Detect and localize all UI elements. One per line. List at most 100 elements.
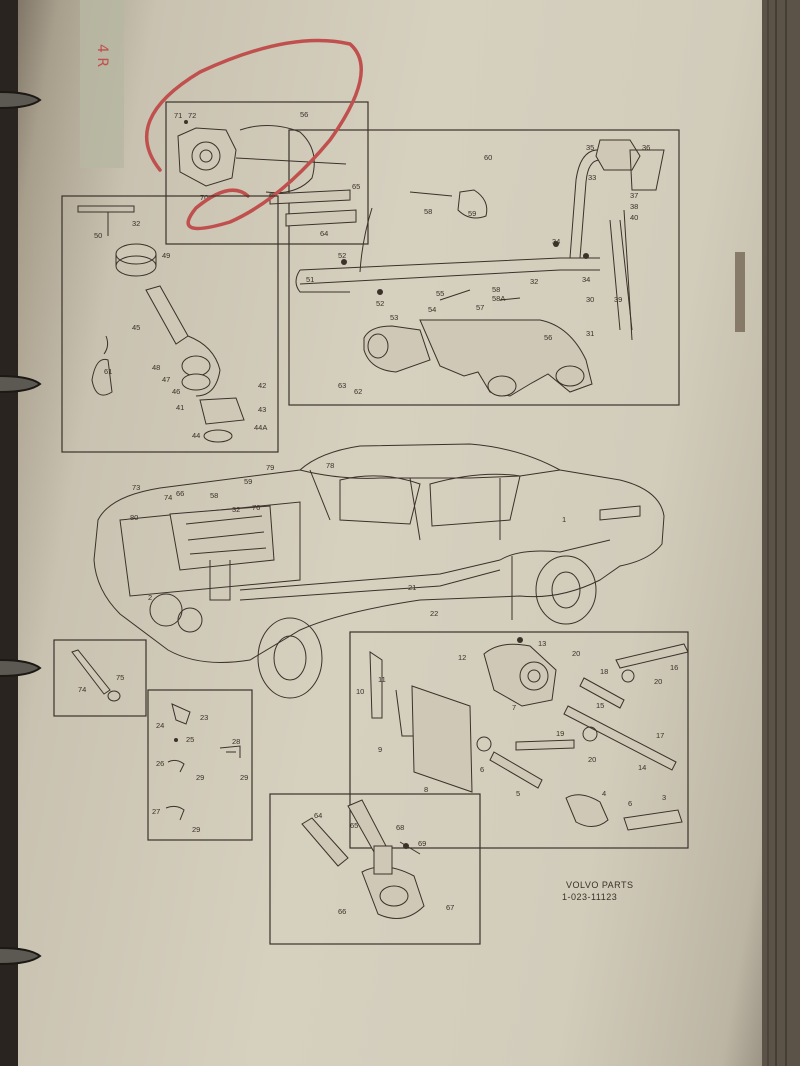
callout: 41 [176, 403, 184, 412]
callout: 52 [338, 251, 346, 260]
callout: 58 [492, 285, 500, 294]
callout: 50 [94, 231, 102, 240]
callout: 44 [192, 431, 200, 440]
callout: 6 [480, 765, 484, 774]
fuel-line-panel [288, 129, 680, 406]
callout: 44A [254, 423, 267, 432]
callout: 32 [530, 277, 538, 286]
callout: 62 [354, 387, 362, 396]
callout: 58 [424, 207, 432, 216]
callout: 1 [562, 515, 566, 524]
caption-number: 1-023-11123 [562, 892, 617, 902]
callout: 70 [200, 193, 208, 202]
callout: 39 [614, 295, 622, 304]
binder-edge [0, 0, 18, 1066]
callout: 34 [552, 237, 560, 246]
callout: 40 [630, 213, 638, 222]
callout: 46 [172, 387, 180, 396]
callout: 38 [630, 202, 638, 211]
callout: 67 [446, 903, 454, 912]
callout: 64 [314, 811, 322, 820]
callout: 27 [152, 807, 160, 816]
callout: 9 [378, 745, 382, 754]
sensor-drawing [71, 649, 121, 702]
callout: 61 [104, 367, 112, 376]
callout: 80 [130, 513, 138, 522]
callout: 22 [430, 609, 438, 618]
callout: 32 [232, 505, 240, 514]
callout: 26 [156, 759, 164, 768]
heater-callouts: 13 12 11 10 20 18 16 20 9 7 15 19 20 17 … [356, 639, 678, 808]
intake-callouts: 64 65 68 69 66 67 [314, 811, 454, 916]
callout: 35 [586, 143, 594, 152]
callout: 15 [596, 701, 604, 710]
tab-label: 4 R [94, 44, 110, 67]
callout: 66 [176, 489, 184, 498]
callout: 56 [544, 333, 552, 342]
callout: 73 [132, 483, 140, 492]
callout: 71 [174, 111, 182, 120]
callout: 42 [258, 381, 266, 390]
callout: 58A [492, 294, 505, 303]
callout: 21 [408, 583, 416, 592]
callout: 45 [132, 323, 140, 332]
callout: 20 [572, 649, 580, 658]
callout: 23 [200, 713, 208, 722]
callout: 33 [588, 173, 596, 182]
callout: 74 [78, 685, 86, 694]
callout: 72 [188, 111, 196, 120]
callout: 37 [630, 191, 638, 200]
callout: 20 [654, 677, 662, 686]
callout: 63 [338, 381, 346, 390]
callout: 60 [484, 153, 492, 162]
callout: 14 [638, 763, 646, 772]
callout: 52 [376, 299, 384, 308]
callout: 25 [186, 735, 194, 744]
callout: 18 [600, 667, 608, 676]
callout: 10 [356, 687, 364, 696]
callout: 19 [556, 729, 564, 738]
car-drawing [93, 443, 665, 699]
callout: 49 [162, 251, 170, 260]
clip-panel [147, 689, 253, 841]
callout: 17 [656, 731, 664, 740]
callout: 53 [390, 313, 398, 322]
callout: 58 [210, 491, 218, 500]
callout: 12 [458, 653, 466, 662]
heater-panel [349, 631, 689, 849]
callout: 34 [582, 275, 590, 284]
callout: 8 [424, 785, 428, 794]
callout: 11 [378, 675, 386, 684]
binder-ring [0, 375, 42, 393]
intake-panel [269, 793, 481, 945]
binder-ring [0, 659, 42, 677]
callout: 2 [148, 593, 152, 602]
callout: 28 [232, 737, 240, 746]
binder-ring [0, 947, 42, 965]
binder-ring [0, 91, 42, 109]
callout: 79 [266, 463, 274, 472]
callout: 48 [152, 363, 160, 372]
callout: 76 [252, 503, 260, 512]
callout: 69 [418, 839, 426, 848]
callout: 6 [628, 799, 632, 808]
callout: 36 [642, 143, 650, 152]
callout: 54 [428, 305, 436, 314]
callout: 20 [588, 755, 596, 764]
callout: 75 [116, 673, 124, 682]
callout: 43 [258, 405, 266, 414]
flange-inset-panel [165, 101, 369, 245]
throttle-linkage-panel [61, 195, 279, 453]
throttle-linkage-drawing [77, 205, 245, 443]
fuel-line-drawing [295, 139, 665, 397]
page-edge-mark [735, 252, 745, 332]
handdrawn-circle-annotation [144, 38, 363, 231]
callout: 65 [350, 821, 358, 830]
callout: 5 [516, 789, 520, 798]
flange-inset-drawing [177, 120, 357, 227]
callout: 74 [164, 493, 172, 502]
callout: 59 [468, 209, 476, 218]
fuel-line-callouts: 60 35 36 33 37 38 40 58 59 52 34 34 51 5… [306, 143, 650, 396]
callout: 64 [320, 229, 328, 238]
